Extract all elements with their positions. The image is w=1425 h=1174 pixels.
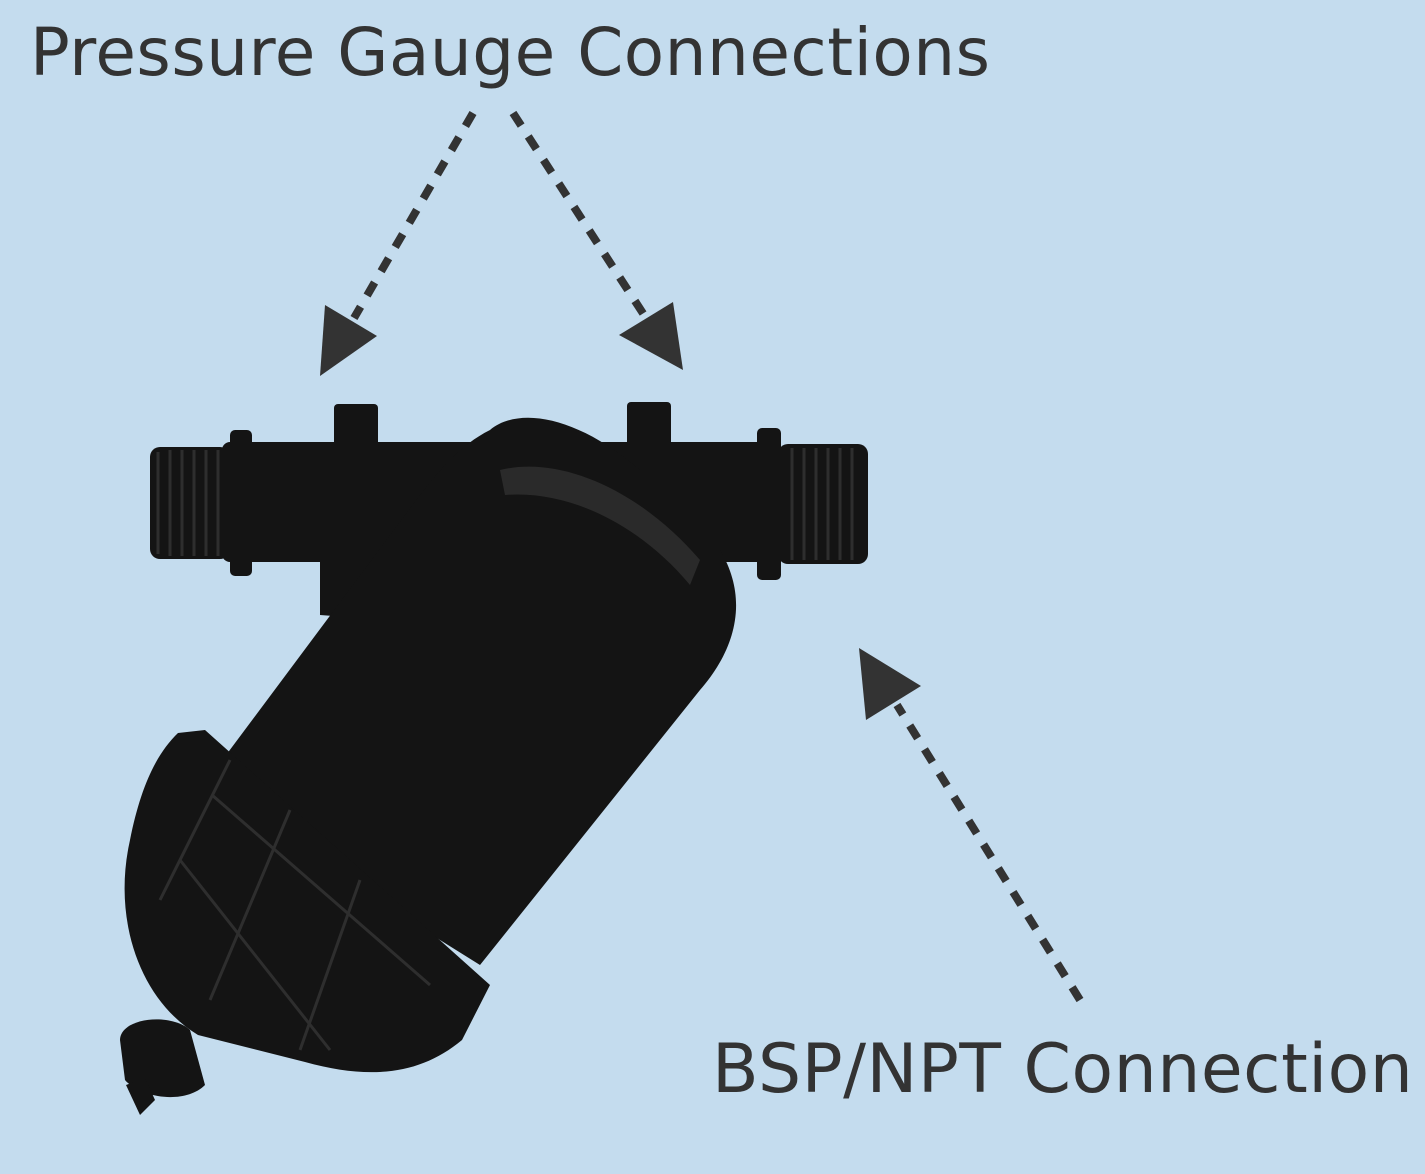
arrow-to-left-gauge-port (320, 110, 477, 376)
arrow-to-right-gauge-port (509, 110, 683, 370)
arrow-to-outlet-thread (859, 648, 1084, 1003)
pressure-gauge-connections-label: Pressure Gauge Connections (30, 14, 991, 91)
bsp-npt-connection-label: BSP/NPT Connection (712, 1030, 1414, 1109)
y-strainer-filter-icon (120, 402, 868, 1115)
